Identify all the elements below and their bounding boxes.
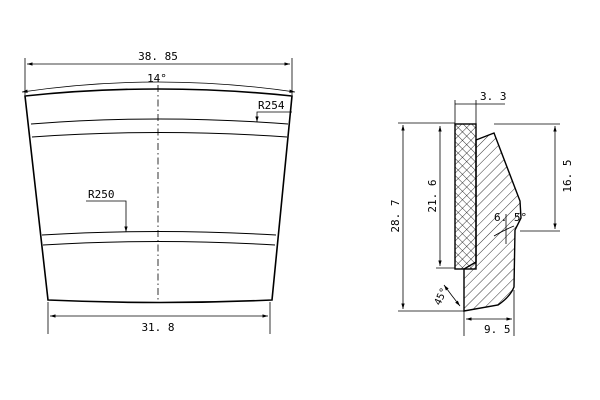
draft-angle-label: 6. 5° (494, 211, 527, 224)
upper-arc-2 (31, 132, 288, 138)
pad-outline (24, 88, 293, 304)
inner-height-label: 21. 6 (426, 179, 439, 212)
radius-lower-leader (86, 200, 128, 232)
angle-arc (21, 81, 296, 93)
chamfer-angle-arc (443, 284, 461, 307)
thickness-label: 3. 3 (480, 90, 507, 103)
front-view: 38. 85 14° R254 R250 31. 8 (21, 50, 296, 334)
top-width-label: 38. 85 (138, 50, 178, 63)
right-height-label: 16. 5 (561, 159, 574, 192)
backing-plate (454, 123, 477, 270)
draft-angle-arc (493, 225, 515, 237)
radius-lower-label: R250 (88, 188, 115, 201)
total-height-label: 28. 7 (389, 199, 402, 232)
bottom-width-label-section: 9. 5 (484, 323, 511, 336)
lower-arc-1 (41, 231, 277, 236)
upper-arc-1 (30, 118, 289, 125)
bottom-width-label: 31. 8 (141, 321, 174, 334)
section-view: 3. 3 28. 7 21. 6 16. 5 6. 5° 45° 9. 5 (389, 90, 574, 336)
radius-upper-leader (255, 111, 292, 122)
angle-label: 14° (147, 72, 167, 85)
lower-arc-2 (42, 241, 276, 246)
friction-material (463, 132, 522, 312)
radius-upper-label: R254 (258, 99, 285, 112)
